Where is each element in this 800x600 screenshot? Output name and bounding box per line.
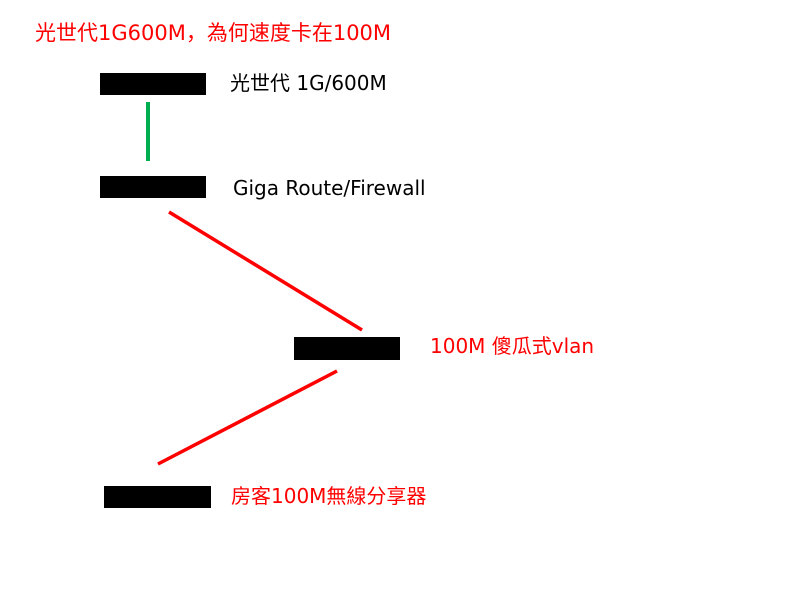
node-100m-switch-label: 100M 傻瓜式vlan [430,334,595,358]
node-tenant-wireless-router-label: 房客100M無線分享器 [231,484,427,508]
node-giga-router-bar [100,176,206,198]
node-100m-switch-bar [294,337,400,360]
diagram-title: 光世代1G600M，為何速度卡在100M [35,21,392,45]
link-switch-to-ap-line [157,369,338,466]
node-tenant-wireless-router-bar [104,486,211,508]
node-fiber-modem-bar [100,73,206,95]
link-router-to-switch-line [168,210,363,332]
node-giga-router-label: Giga Route/Firewall [233,176,426,200]
node-fiber-modem-label: 光世代 1G/600M [230,71,387,95]
